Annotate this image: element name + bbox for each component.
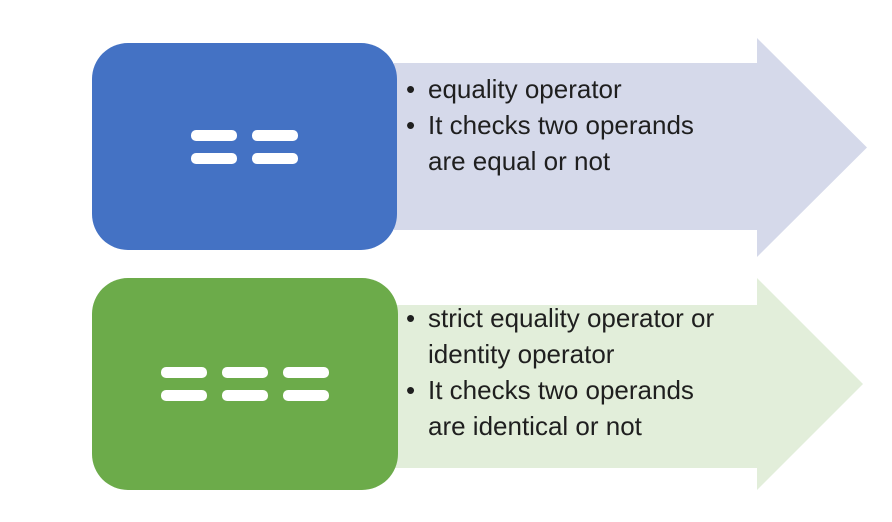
bullet-icon: • [406,110,416,140]
bullet-line: It checks two operands [428,110,694,140]
bullet-item: • strict equality operator or identity o… [406,300,714,372]
strict-equality-bullet-list: • strict equality operator or identity o… [406,300,714,444]
bullet-icon: • [406,375,416,405]
bullet-text: It checks two operands are equal or not [428,107,694,179]
equals-bar [222,390,268,401]
bullet-line: are equal or not [428,146,611,176]
bullet-icon: • [406,74,416,104]
bullet-line: strict equality operator or [428,303,715,333]
equality-arrow-shape [394,38,867,257]
equals-sign-glyph [191,129,237,164]
equals-sign-glyph [283,367,329,401]
bullet-item: • It checks two operands are identical o… [406,372,714,444]
equals-bar [191,152,237,164]
strict-equality-arrow-shape [394,278,863,490]
bullet-line: equality operator [428,74,622,104]
equals-bar [161,390,207,401]
right-arrow-icon [394,278,863,490]
right-arrow-icon [394,38,867,257]
bullet-text: strict equality operator or identity ope… [428,300,714,372]
bullet-text: It checks two operands are identical or … [428,372,694,444]
bullet-line: It checks two operands [428,375,694,405]
equals-bar [222,367,268,378]
equals-bar [191,129,237,141]
equals-sign-glyph [252,129,298,164]
bullet-text: equality operator [428,71,622,107]
equals-bar [252,152,298,164]
bullet-icon: • [406,303,416,333]
equality-operator-box [92,43,397,250]
bullet-line: are identical or not [428,411,642,441]
equals-bar [252,129,298,141]
bullet-line: identity operator [428,339,615,369]
bullet-item: • equality operator [406,71,694,107]
equality-bullet-list: • equality operator • It checks two oper… [406,71,694,179]
equals-sign-glyph [161,367,207,401]
equals-bar [283,390,329,401]
equals-sign-glyph [222,367,268,401]
equals-bar [161,367,207,378]
bullet-item: • It checks two operands are equal or no… [406,107,694,179]
equals-bar [283,367,329,378]
strict-equality-operator-box [92,278,398,490]
